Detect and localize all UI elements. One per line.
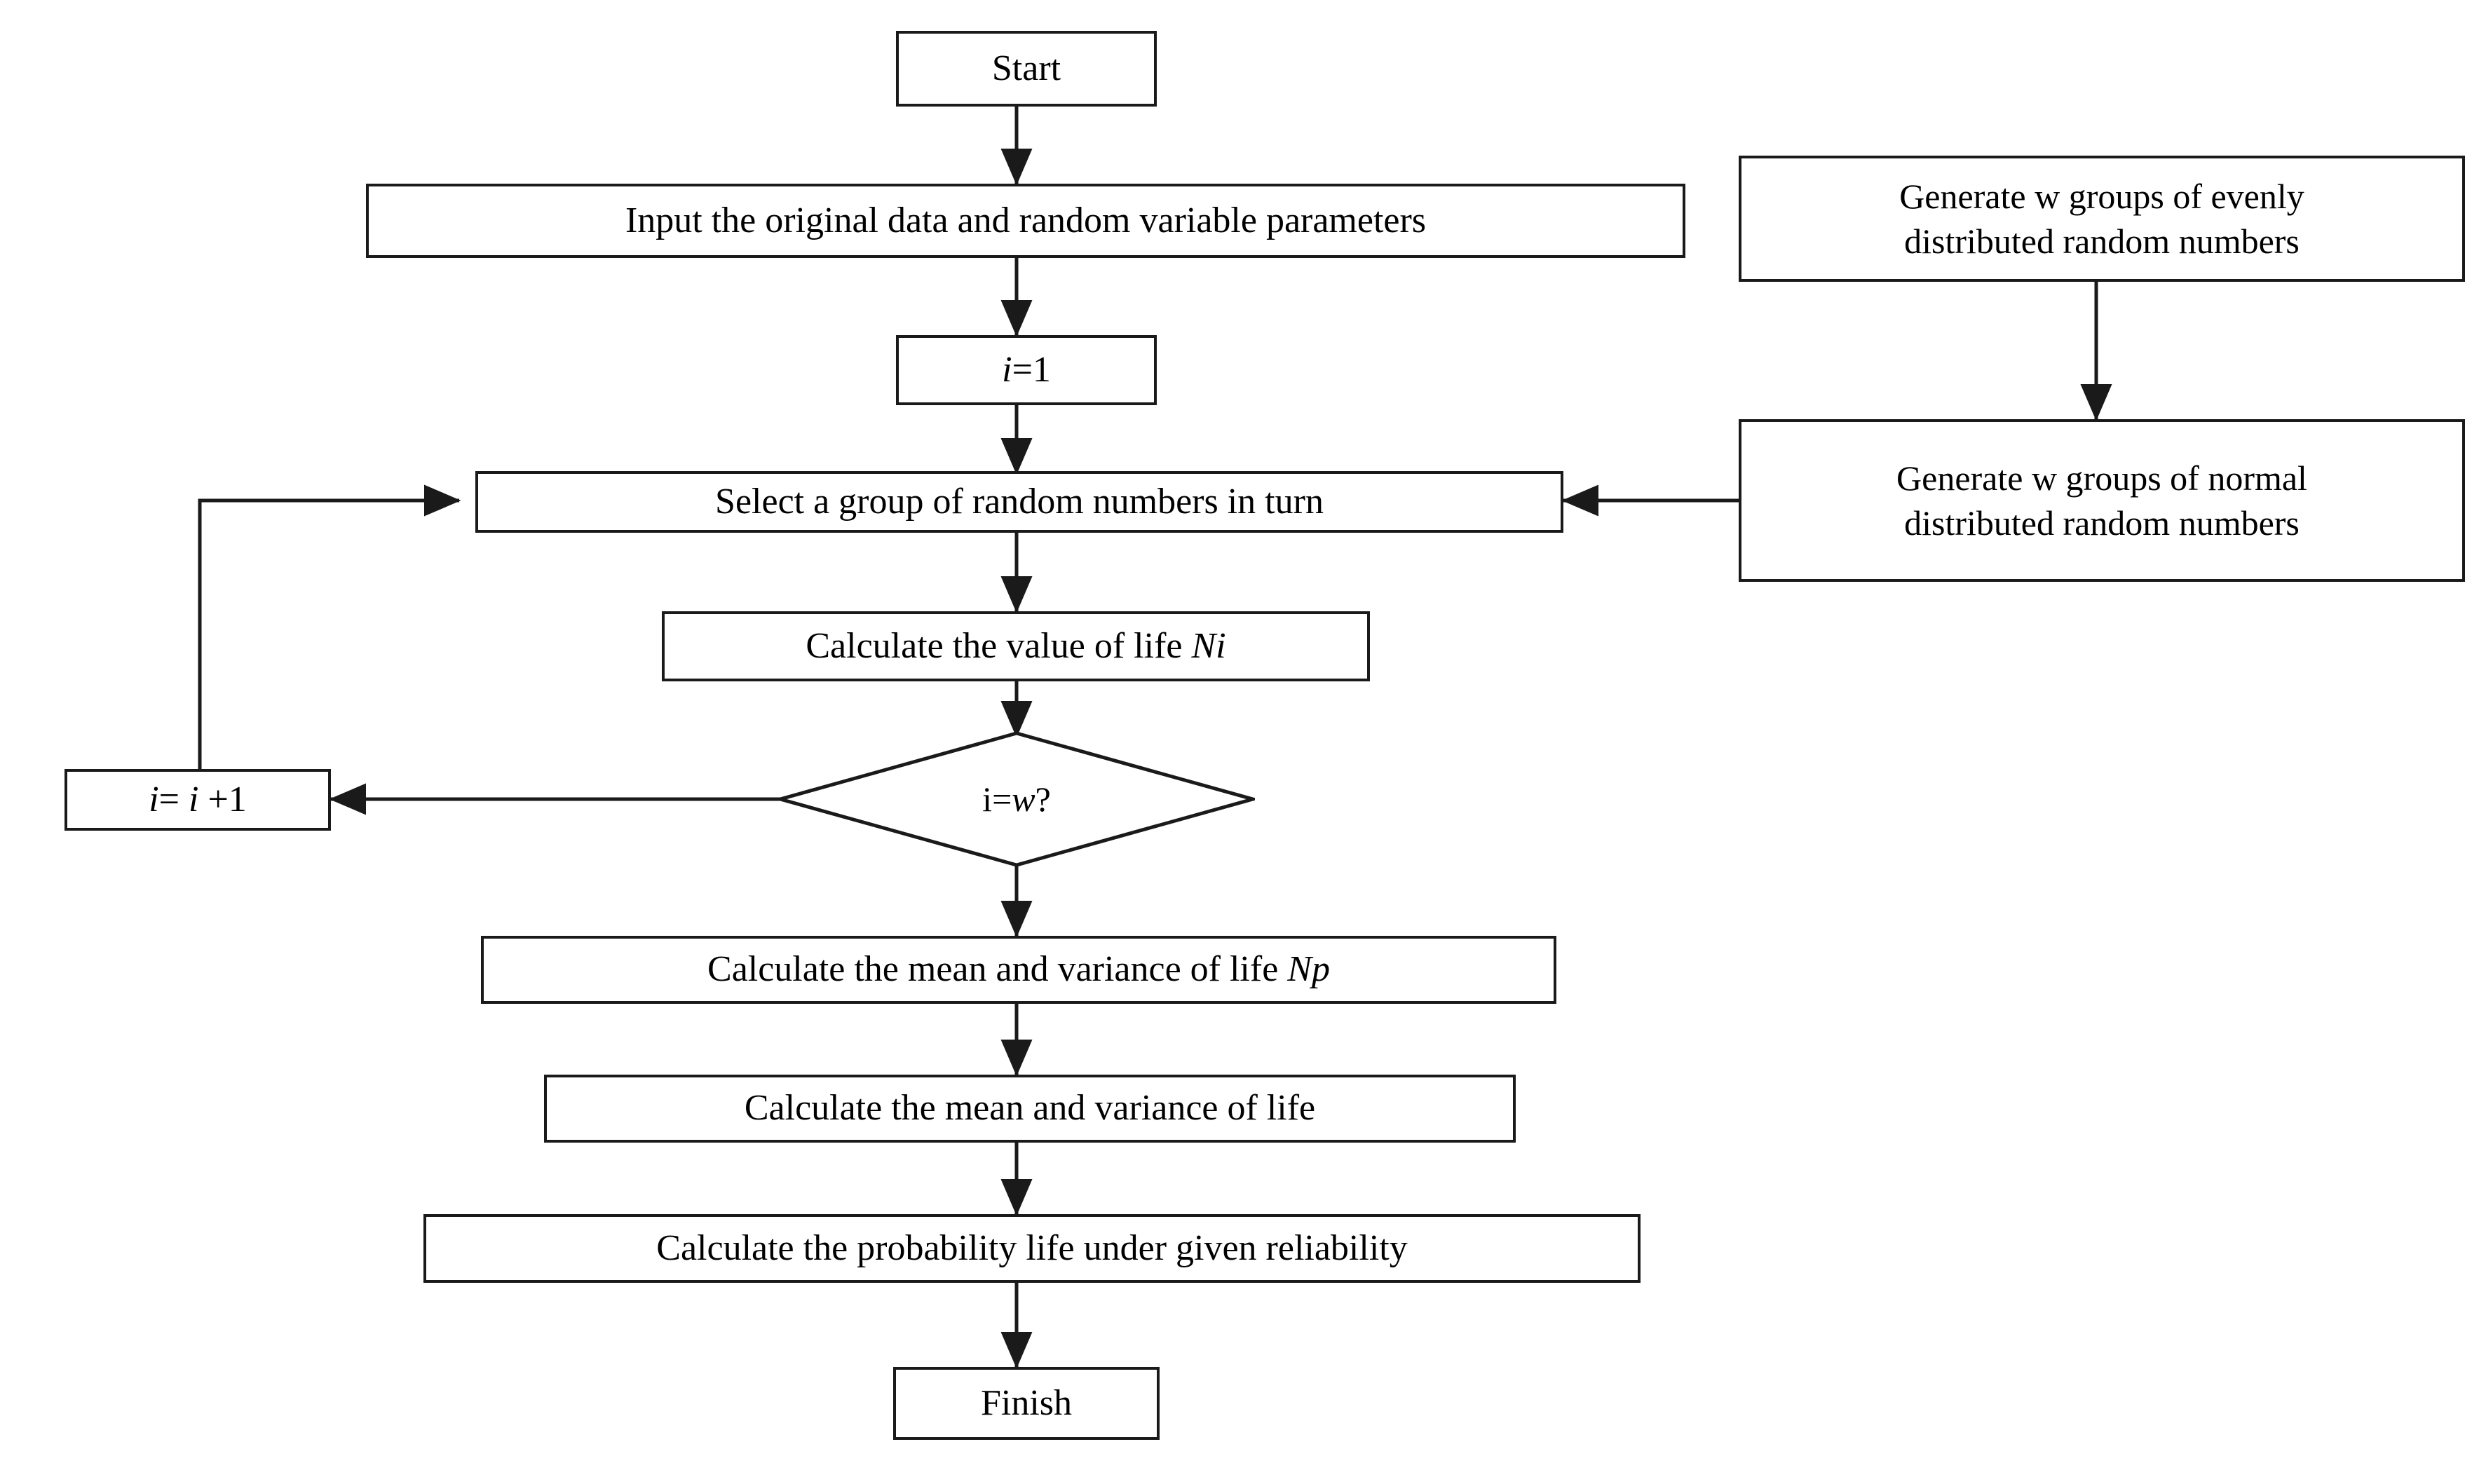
node-init-i-var: i [1002, 349, 1012, 390]
node-decision-text: i= [982, 780, 1012, 819]
node-calculate-life[interactable]: Calculate the mean and variance of life [544, 1075, 1516, 1143]
node-generate-even[interactable]: Generate w groups of evenly distributed … [1739, 156, 2465, 282]
node-increment-i-eq: = [158, 779, 189, 819]
decision-diamond-shape [778, 731, 1255, 867]
node-calculate-np[interactable]: Calculate the mean and variance of life … [481, 936, 1556, 1004]
node-generate-even-text: Generate w groups of evenly distributed … [1741, 174, 2462, 264]
node-decision-suffix: ? [1035, 780, 1051, 819]
node-calculate-probability-label: Calculate the probability life under giv… [656, 1227, 1408, 1268]
node-select-group[interactable]: Select a group of random numbers in turn [475, 471, 1563, 533]
node-start[interactable]: Start [896, 31, 1157, 107]
node-finish-label: Finish [980, 1382, 1073, 1423]
edge-increment-loop-to-select [198, 484, 461, 769]
node-generate-normal-text: Generate w groups of normal distributed … [1741, 456, 2462, 545]
node-calculate-ni-text: Calculate the value of life [806, 625, 1192, 666]
node-calculate-np-text: Calculate the mean and variance of life [707, 949, 1288, 990]
node-input-data-label: Input the original data and random varia… [625, 200, 1427, 240]
node-calculate-np-var: Np [1287, 949, 1330, 990]
node-increment-i[interactable]: i= i +1 [64, 769, 331, 831]
node-init-i[interactable]: i=1 [896, 335, 1157, 405]
node-increment-i-label: i= i +1 [67, 777, 328, 824]
node-start-label: Start [991, 48, 1061, 88]
node-decision[interactable]: i=w? [778, 731, 1255, 867]
node-calculate-probability[interactable]: Calculate the probability life under giv… [423, 1214, 1641, 1283]
node-input-data[interactable]: Input the original data and random varia… [366, 184, 1685, 258]
node-calculate-ni-label: Calculate the value of life Ni [665, 623, 1367, 670]
node-increment-i-plus: +1 [198, 779, 247, 819]
node-init-i-label: i=1 [899, 347, 1154, 394]
node-generate-normal-line1: Generate w groups of normal [1896, 458, 2307, 498]
node-finish[interactable]: Finish [893, 1367, 1160, 1440]
node-increment-i-var2: i [189, 779, 199, 819]
node-calculate-life-label: Calculate the mean and variance of life [744, 1088, 1316, 1129]
node-decision-var: w [1012, 780, 1035, 819]
node-increment-i-var1: i [149, 779, 159, 819]
node-calculate-ni-var: Ni [1191, 625, 1226, 666]
node-decision-label: i=w? [778, 731, 1255, 867]
node-generate-normal[interactable]: Generate w groups of normal distributed … [1739, 419, 2465, 582]
node-generate-even-line1: Generate w groups of evenly [1899, 177, 2304, 216]
node-init-i-rest: =1 [1012, 349, 1051, 390]
node-generate-normal-line2: distributed random numbers [1904, 503, 2300, 543]
node-calculate-np-label: Calculate the mean and variance of life … [484, 946, 1554, 993]
node-select-group-label: Select a group of random numbers in turn [715, 481, 1324, 522]
node-generate-even-line2: distributed random numbers [1904, 222, 2300, 261]
node-calculate-ni[interactable]: Calculate the value of life Ni [662, 611, 1370, 681]
